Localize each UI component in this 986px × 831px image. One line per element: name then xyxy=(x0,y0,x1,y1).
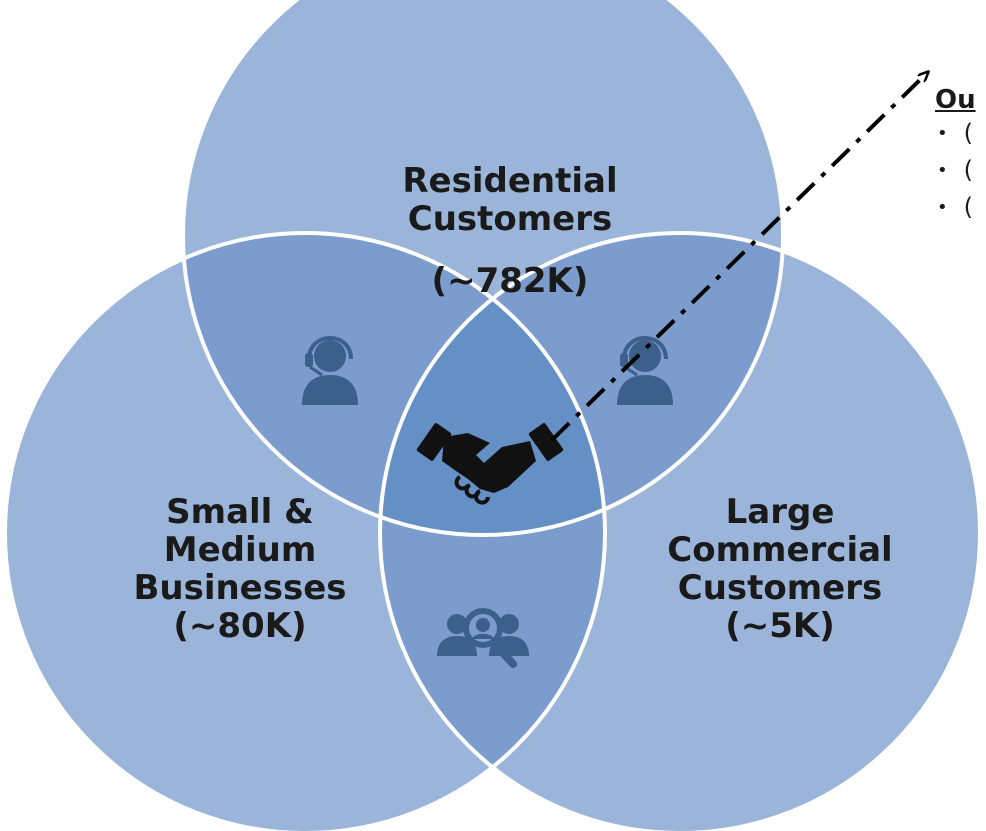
label-residential-customers: Residential Customers (~782K) xyxy=(330,162,690,300)
smb-count: (~80K) xyxy=(173,606,307,646)
smb-title-line2: Medium xyxy=(163,530,317,570)
outcome-item: •( xyxy=(937,119,973,147)
label-small-medium-businesses: Small & Medium Businesses (~80K) xyxy=(60,493,420,645)
handshake-icon xyxy=(416,423,564,505)
residential-title-line2: Customers xyxy=(407,199,613,239)
headset-agent-icon xyxy=(302,336,358,405)
residential-count: (~782K) xyxy=(431,261,589,301)
overlap-center xyxy=(380,233,605,535)
headset-agent-icon xyxy=(617,336,673,405)
smb-title-line3: Businesses xyxy=(133,568,347,608)
outcome-item: •( xyxy=(937,156,973,184)
outcomes-panel: Ou •( •( •( xyxy=(935,85,986,285)
large-title-line2: Commercial xyxy=(667,530,893,570)
outcomes-list: •( •( •( xyxy=(935,115,986,226)
outcome-arrow xyxy=(550,72,928,442)
large-title-line1: Large xyxy=(725,492,835,532)
large-count: (~5K) xyxy=(725,606,835,646)
large-title-line3: Customers xyxy=(677,568,883,608)
smb-title-line1: Small & xyxy=(166,492,314,532)
residential-title-line1: Residential xyxy=(402,161,618,201)
outcome-item: •( xyxy=(937,193,973,221)
team-search-icon xyxy=(437,608,529,668)
outcomes-title: Ou xyxy=(935,85,976,115)
label-large-commercial-customers: Large Commercial Customers (~5K) xyxy=(590,493,970,645)
